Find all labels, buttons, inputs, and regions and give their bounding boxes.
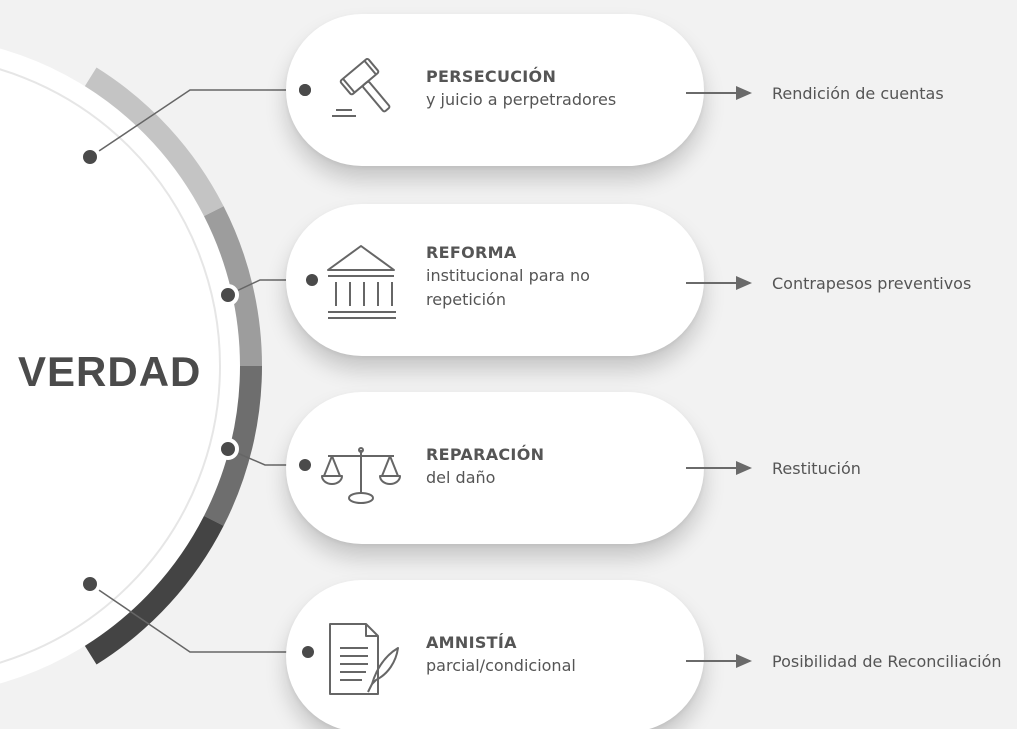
pillar-text: PERSECUCIÓN y juicio a perpetradores: [426, 66, 686, 112]
pillar-card-amnistia: AMNISTÍA parcial/condicional: [286, 580, 704, 729]
institution-icon: [327, 245, 396, 319]
pillar-title: REPARACIÓN: [426, 445, 545, 464]
pillar-card-reforma: REFORMA institucional para no repetición: [286, 204, 704, 356]
pillar-title: REFORMA: [426, 243, 517, 262]
ring-inner-border: [0, 68, 221, 664]
center-label: VERDAD: [18, 348, 202, 395]
pillar-text: REPARACIÓN del daño: [426, 444, 686, 490]
pillar-subtitle: parcial/condicional: [426, 656, 576, 675]
outcome-label-1: Rendición de cuentas: [772, 84, 944, 103]
ring-node-1: [79, 146, 101, 168]
pillar-card-reparacion: REPARACIÓN del daño: [286, 392, 704, 544]
outcome-label-3: Restitución: [772, 459, 861, 478]
pillar-subtitle: del daño: [426, 468, 496, 487]
ring-node-4: [79, 573, 101, 595]
connector-line-4: [89, 583, 308, 653]
outcome-label-4: Posibilidad de Reconciliación: [772, 652, 1002, 671]
pillar-title: PERSECUCIÓN: [426, 67, 557, 86]
pillar-title: AMNISTÍA: [426, 633, 517, 652]
ring-node-3: [217, 438, 239, 460]
pillar-card-persecucion: PERSECUCIÓN y juicio a perpetradores: [286, 14, 704, 166]
gavel-icon: [332, 57, 391, 117]
ring-segment-1: [84, 67, 224, 217]
connector-line-1: [89, 89, 305, 158]
pillar-text: AMNISTÍA parcial/condicional: [426, 632, 686, 678]
ring-segment-4: [84, 515, 224, 665]
pillar-text: REFORMA institucional para no repetición: [426, 242, 686, 312]
document-quill-icon: [329, 623, 399, 695]
center-circle: [0, 48, 240, 684]
outcome-label-2: Contrapesos preventivos: [772, 274, 972, 293]
segmented-ring: [84, 67, 263, 665]
ring-node-2: [217, 284, 239, 306]
scales-icon: [321, 447, 401, 504]
pillar-subtitle: y juicio a perpetradores: [426, 90, 617, 109]
pillar-subtitle: institucional para no repetición: [426, 266, 590, 309]
